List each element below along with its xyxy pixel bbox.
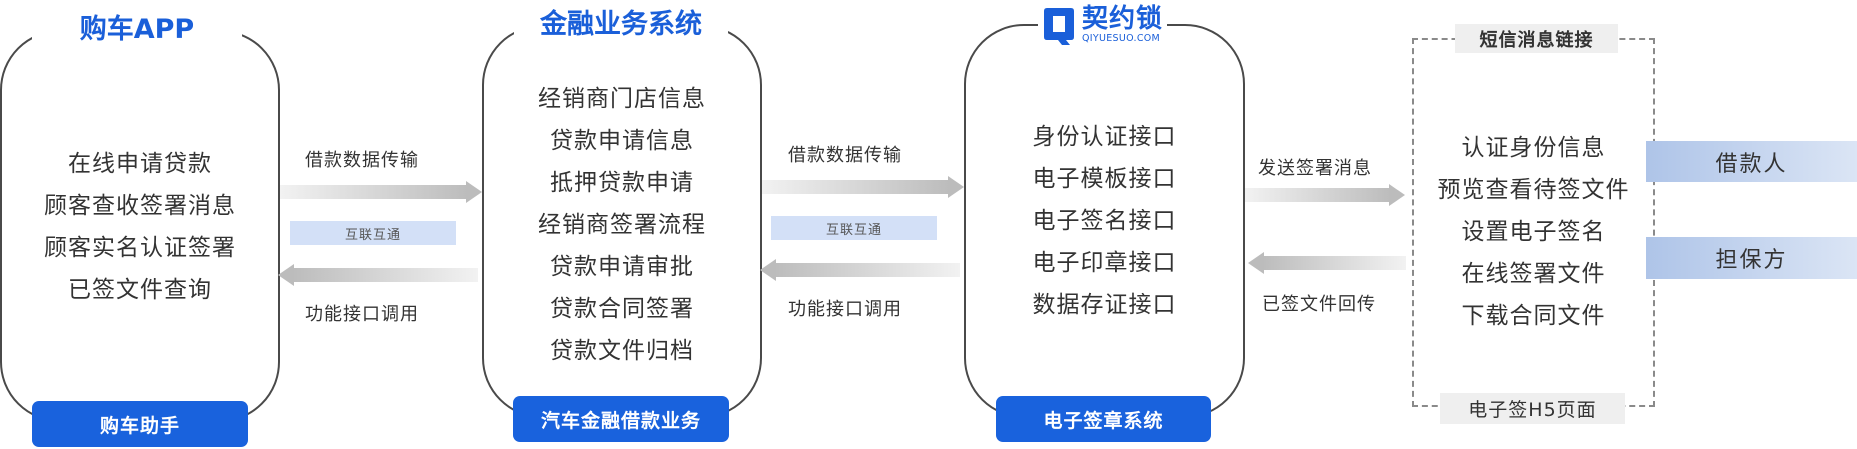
list-item: 电子模板接口 bbox=[1032, 166, 1177, 192]
list-item: 已签文件查询 bbox=[68, 277, 212, 303]
finance-system-title: 金融业务系统 bbox=[514, 5, 728, 45]
h5-feature-list: 认证身份信息 预览查看待签文件 设置电子签名 在线签署文件 下载合同文件 bbox=[1412, 127, 1655, 337]
list-item: 在线签署文件 bbox=[1461, 261, 1606, 287]
sms-link-label: 短信消息链接 bbox=[1455, 24, 1618, 53]
logo-chinese-name: 契约锁 bbox=[1082, 4, 1164, 35]
list-item: 贷款申请信息 bbox=[550, 128, 694, 154]
list-item: 数据存证接口 bbox=[1032, 292, 1177, 318]
list-item: 电子印章接口 bbox=[1032, 250, 1177, 276]
connector-1-top-label: 借款数据传输 bbox=[305, 150, 419, 171]
list-item: 经销商签署流程 bbox=[538, 212, 706, 238]
h5-page-label: 电子签H5页面 bbox=[1440, 393, 1625, 424]
connector-2-bottom-label: 功能接口调用 bbox=[788, 299, 902, 320]
list-item: 在线申请贷款 bbox=[68, 151, 212, 177]
car-app-title: 购车APP bbox=[32, 10, 242, 50]
finance-system-feature-list: 经销商门店信息 贷款申请信息 抵押贷款申请 经销商签署流程 贷款申请审批 贷款合… bbox=[482, 78, 762, 372]
logo-domain: QIYUESUO.COM bbox=[1082, 33, 1161, 45]
arrow-left-icon bbox=[1248, 252, 1406, 274]
connector-3-top-label: 发送签署消息 bbox=[1258, 158, 1372, 179]
car-app-feature-list: 在线申请贷款 顾客查收签署消息 顾客实名认证签署 已签文件查询 bbox=[0, 143, 280, 311]
arrow-left-icon bbox=[278, 264, 478, 286]
arrow-left-icon bbox=[760, 259, 960, 281]
arrow-right-icon bbox=[1245, 184, 1405, 206]
connector-3-bottom-label: 已签文件回传 bbox=[1262, 294, 1376, 315]
list-item: 抵押贷款申请 bbox=[550, 170, 694, 196]
esign-system-button[interactable]: 电子签章系统 bbox=[996, 396, 1211, 442]
list-item: 贷款文件归档 bbox=[550, 338, 694, 364]
arrow-right-icon bbox=[280, 181, 482, 203]
connector-2-top-label: 借款数据传输 bbox=[788, 145, 902, 166]
list-item: 预览查看待签文件 bbox=[1437, 177, 1630, 203]
arrow-right-icon bbox=[762, 176, 964, 198]
list-item: 贷款合同签署 bbox=[550, 296, 694, 322]
list-item: 贷款申请审批 bbox=[550, 254, 694, 280]
role-guarantor: 担保方 bbox=[1646, 237, 1857, 279]
list-item: 电子签名接口 bbox=[1032, 208, 1177, 234]
esign-system-feature-list: 身份认证接口 电子模板接口 电子签名接口 电子印章接口 数据存证接口 bbox=[964, 116, 1245, 326]
finance-system-container bbox=[482, 25, 762, 418]
list-item: 顾客实名认证签署 bbox=[44, 235, 236, 261]
auto-finance-loan-button[interactable]: 汽车金融借款业务 bbox=[513, 396, 729, 442]
car-assistant-button[interactable]: 购车助手 bbox=[32, 401, 248, 447]
list-item: 顾客查收签署消息 bbox=[44, 193, 236, 219]
car-app-container bbox=[0, 30, 280, 422]
list-item: 下载合同文件 bbox=[1461, 303, 1606, 329]
list-item: 经销商门店信息 bbox=[538, 86, 706, 112]
role-borrower: 借款人 bbox=[1646, 141, 1857, 182]
connector-1-bottom-label: 功能接口调用 bbox=[305, 304, 419, 325]
logo-q-icon bbox=[1042, 6, 1076, 45]
qiyuesuo-logo: 契约锁 QIYUESUO.COM bbox=[1038, 4, 1168, 46]
interconnect-badge: 互联互通 bbox=[771, 216, 937, 240]
list-item: 认证身份信息 bbox=[1461, 135, 1606, 161]
interconnect-badge: 互联互通 bbox=[290, 221, 456, 245]
list-item: 身份认证接口 bbox=[1032, 124, 1177, 150]
list-item: 设置电子签名 bbox=[1461, 219, 1606, 245]
